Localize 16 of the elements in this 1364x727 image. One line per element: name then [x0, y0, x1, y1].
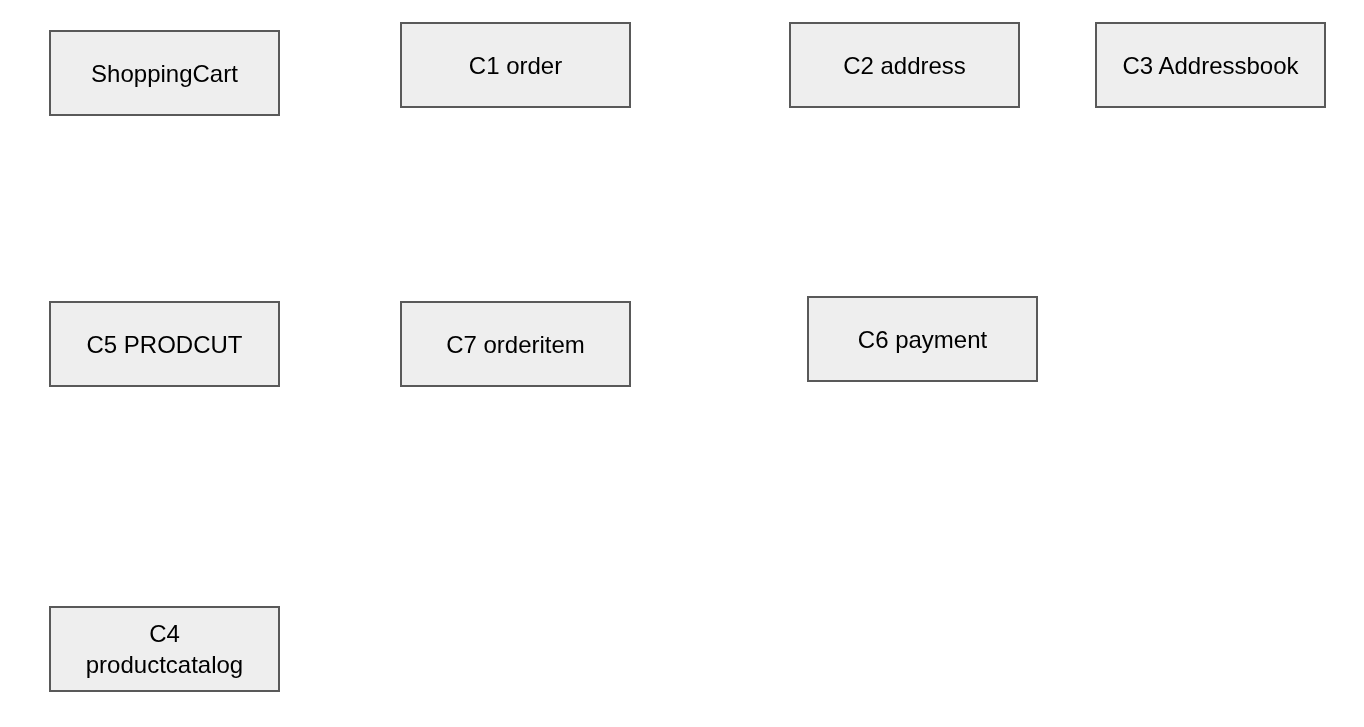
entity-name: C2 address [843, 50, 966, 81]
entity-box [400, 301, 631, 387]
entity-box [789, 22, 1020, 108]
entity-box [49, 30, 280, 116]
entity-name: C5 PRODCUT [86, 329, 243, 360]
entity-box [49, 606, 280, 692]
entity-name: C7 orderitem [446, 329, 585, 360]
entity-name: ShoppingCart [91, 58, 238, 89]
entity-name: C6 payment [857, 324, 988, 355]
entity-box [1095, 22, 1326, 108]
entity-box [400, 22, 631, 108]
entity-box [49, 301, 280, 387]
entity-name: C3 Addressbook [1122, 50, 1299, 81]
entity-box [807, 296, 1038, 382]
entity-name: C4 productcatalog [84, 619, 245, 680]
entity-name: C1 order [468, 50, 563, 81]
